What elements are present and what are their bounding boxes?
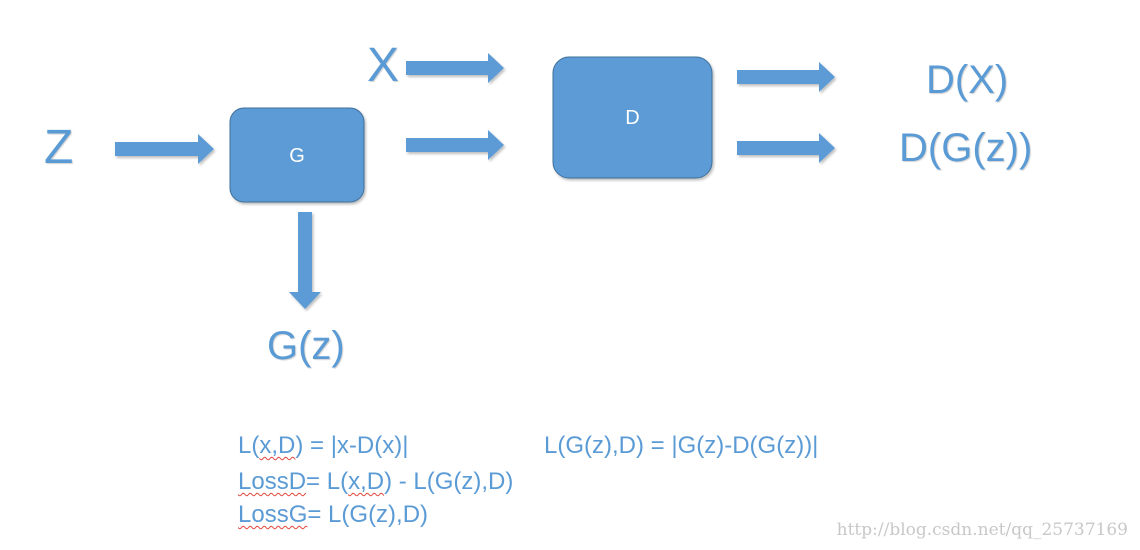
generator-node (229, 107, 365, 203)
output-gz-label: G(z) (267, 324, 345, 368)
arrow-z-to-g (115, 134, 214, 164)
input-z-label: Z (44, 121, 74, 174)
watermark-url: http://blog.csdn.net/qq_25737169 (836, 520, 1128, 540)
formula-line-1-right: L(G(z),D) = |G(z)-D(G(z))| (544, 432, 819, 459)
discriminator-node-label: D (625, 107, 640, 129)
formula-line-2: LossD= L(x,D) - L(G(z),D) (238, 468, 514, 495)
formula-line-1-left: L(x,D) = |x-D(x)| (238, 432, 409, 459)
arrow-d-to-dx (737, 62, 835, 92)
arrow-x-to-d (406, 53, 504, 83)
formula-line-3: LossG= L(G(z),D) (238, 501, 429, 528)
input-x-label: X (367, 39, 400, 92)
discriminator-node (552, 56, 713, 179)
output-dgz-label: D(G(z)) (899, 126, 1033, 170)
output-dx-label: D(X) (926, 58, 1009, 102)
arrow-g-to-d (406, 130, 504, 160)
generator-node-label: G (289, 145, 305, 167)
arrow-d-to-dgz (737, 133, 835, 163)
arrow-g-to-gz (289, 212, 321, 309)
